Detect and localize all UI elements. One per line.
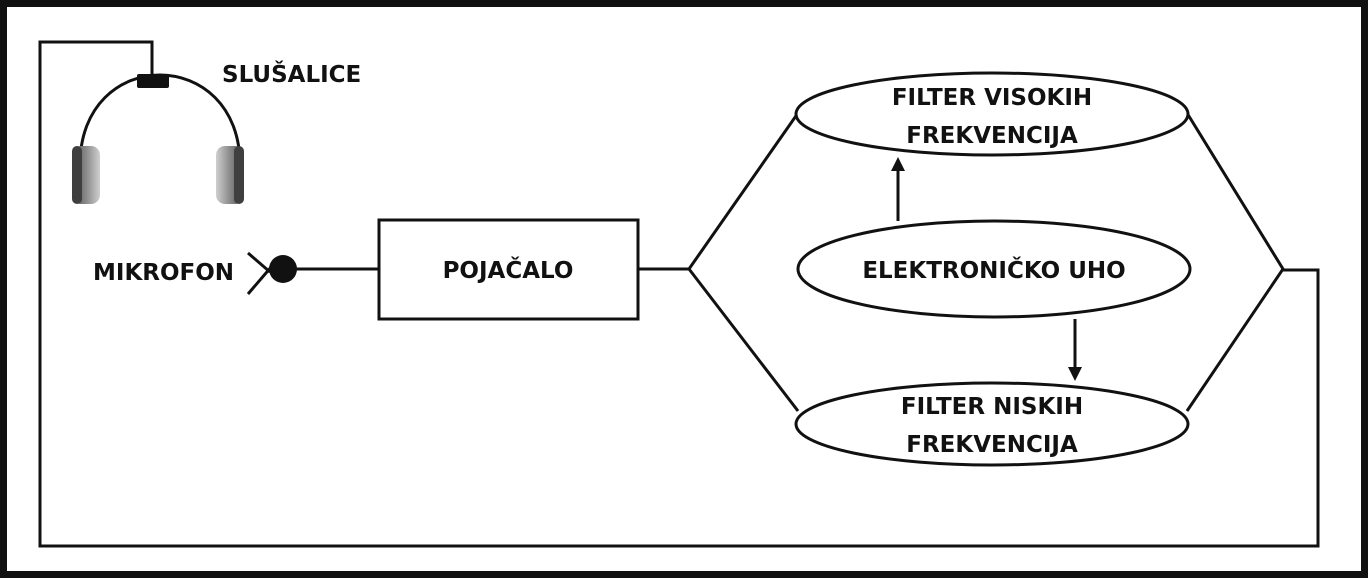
headphones-icon <box>72 73 244 204</box>
high-filter-label-line1: FILTER VISOKIH <box>892 85 1092 111</box>
low-filter-block <box>794 381 1190 467</box>
electronic-ear-label: ELEKTRONIČKO UHO <box>862 256 1125 284</box>
low-filter-label-line2: FREKVENCIJA <box>906 432 1078 458</box>
amplifier-block <box>377 218 640 321</box>
input-split-connector <box>687 112 800 412</box>
microphone-icon <box>246 251 297 295</box>
high-filter-block <box>794 71 1190 157</box>
low-filter-label-line1: FILTER NISKIH <box>901 394 1083 420</box>
arrow-to-high-filter <box>891 157 905 221</box>
amplifier-label: POJAČALO <box>443 256 574 284</box>
feedback-wire <box>38 40 1320 548</box>
high-filter-label-line2: FREKVENCIJA <box>906 123 1078 149</box>
output-merge-connector <box>1185 112 1285 412</box>
electronic-ear-block <box>796 219 1192 319</box>
microphone-label: MIKROFON <box>93 260 234 286</box>
arrow-to-low-filter <box>1068 319 1082 381</box>
headphones-label: SLUŠALICE <box>222 60 361 88</box>
